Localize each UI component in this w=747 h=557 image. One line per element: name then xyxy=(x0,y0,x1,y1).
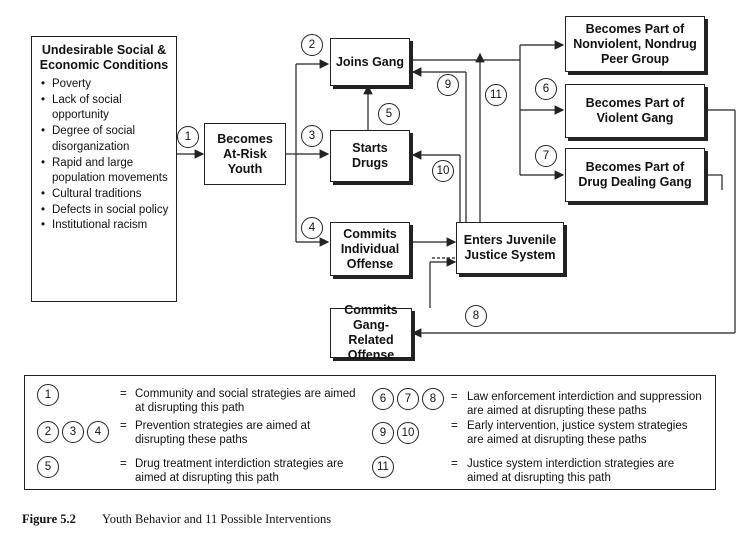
figure-label: Figure 5.2 xyxy=(22,512,76,526)
legend-marker-9: 9 xyxy=(372,422,394,444)
conditions-list: Poverty Lack of social opportunity Degre… xyxy=(38,77,170,234)
figure-title: Youth Behavior and 11 Possible Intervent… xyxy=(101,512,332,526)
legend-equals: = xyxy=(120,458,127,470)
gang-related-offense-box: Commits Gang-Related Offense xyxy=(330,303,412,362)
legend-marker-11: 11 xyxy=(372,456,394,478)
condition-item: Lack of social opportunity xyxy=(41,93,170,124)
path-5-marker: 5 xyxy=(378,103,400,125)
legend-text-3: Drug treatment interdiction strategies a… xyxy=(135,458,344,484)
nonviolent-group-box: Becomes Part of Nonviolent, Nondrug Peer… xyxy=(565,16,705,72)
at-risk-youth-box: Becomes At-Risk Youth xyxy=(204,123,286,185)
path-7-marker: 7 xyxy=(535,145,557,167)
condition-item: Defects in social policy xyxy=(41,203,170,219)
legend-marker-3: 3 xyxy=(62,421,84,443)
path-3-marker: 3 xyxy=(301,125,323,147)
legend-marker-7: 7 xyxy=(397,388,419,410)
condition-item: Cultural traditions xyxy=(41,187,170,203)
legend-text-5: Early intervention, justice system strat… xyxy=(467,420,688,446)
drug-dealing-gang-box: Becomes Part of Drug Dealing Gang xyxy=(565,148,705,202)
undesirable-conditions-box: Undesirable Social & Economic Conditions… xyxy=(31,36,177,302)
path-11-marker: 11 xyxy=(485,84,507,106)
legend-marker-1: 1 xyxy=(37,384,59,406)
undesirable-conditions-title: Undesirable Social & Economic Conditions xyxy=(39,43,169,72)
legend-marker-10: 10 xyxy=(397,422,419,444)
legend-marker-2: 2 xyxy=(37,421,59,443)
legend-equals: = xyxy=(451,420,458,432)
path-9-marker: 9 xyxy=(437,74,459,96)
legend-text-2: Prevention strategies are aimed at disru… xyxy=(135,420,311,446)
path-10-marker: 10 xyxy=(432,160,454,182)
condition-item: Rapid and large population movements xyxy=(41,156,170,187)
path-4-marker: 4 xyxy=(301,217,323,239)
individual-offense-box: Commits Individual Offense xyxy=(330,222,410,276)
condition-item: Institutional racism xyxy=(41,218,170,234)
legend-text-1: Community and social strategies are aime… xyxy=(135,388,356,414)
condition-item: Poverty xyxy=(41,77,170,93)
condition-item: Degree of social disorganization xyxy=(41,124,170,155)
legend-box: 1 = Community and social strategies are … xyxy=(24,375,716,490)
joins-gang-box: Joins Gang xyxy=(330,38,410,86)
starts-drugs-box: Starts Drugs xyxy=(330,130,410,182)
legend-marker-6: 6 xyxy=(372,388,394,410)
legend-marker-4: 4 xyxy=(87,421,109,443)
legend-equals: = xyxy=(120,420,127,432)
violent-gang-box: Becomes Part of Violent Gang xyxy=(565,84,705,138)
legend-equals: = xyxy=(120,388,127,400)
legend-text-4: Law enforcement interdiction and suppres… xyxy=(467,391,702,417)
path-6-marker: 6 xyxy=(535,78,557,100)
path-2-marker: 2 xyxy=(301,34,323,56)
path-8-marker: 8 xyxy=(465,305,487,327)
path-1-marker: 1 xyxy=(177,126,199,148)
legend-marker-5: 5 xyxy=(37,456,59,478)
legend-text-6: Justice system interdiction strategies a… xyxy=(467,458,675,484)
legend-equals: = xyxy=(451,391,458,403)
figure-caption: Figure 5.2 Youth Behavior and 11 Possible… xyxy=(22,512,331,527)
legend-marker-8: 8 xyxy=(422,388,444,410)
juvenile-justice-box: Enters Juvenile Justice System xyxy=(456,222,564,274)
legend-equals: = xyxy=(451,458,458,470)
